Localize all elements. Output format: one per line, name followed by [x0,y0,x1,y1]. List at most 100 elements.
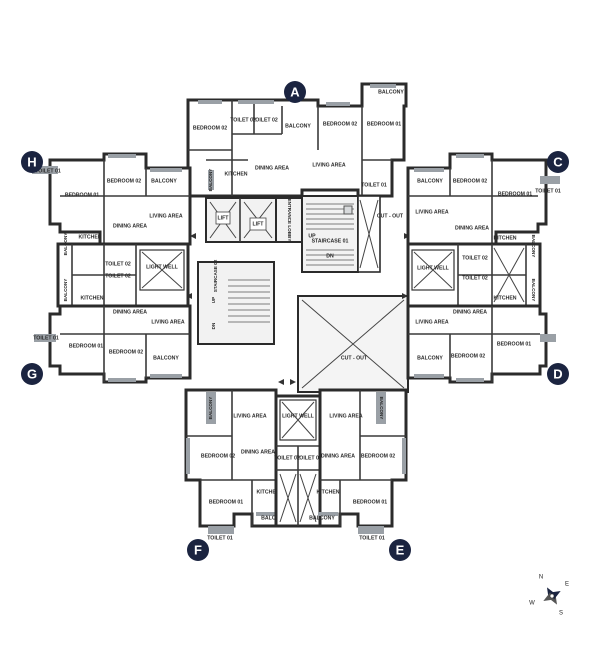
unit-marker-c[interactable]: C [547,151,569,173]
unit-marker-g[interactable]: G [21,363,43,385]
label-cutout-center: CUT - OUT [341,355,368,361]
label-bedroom01-f: BEDROOM 01 [209,499,243,505]
label-toilet02-d: TOILET 02 [462,275,488,281]
label-balcony-a1: BALCONY [378,89,404,95]
label-kitchen-h: KITCHEN [78,234,101,240]
label-toilet02-e: TOILET 02 [296,455,322,461]
label-balcony-d2: BALCONY [531,279,536,302]
unit-d: DINING AREA LIVING AREA BEDROOM 01 BEDRO… [406,304,556,384]
svg-text:E: E [396,543,405,558]
label-toilet02-a1: TOILET 02 [230,117,256,123]
svg-text:A: A [290,85,300,100]
unit-g: TOILET 01 DINING AREA LIVING AREA BEDROO… [33,304,192,384]
label-living-h: LIVING AREA [149,213,182,219]
unit-hg-service: LIGHT WELL KITCHEN TOILET 02 TOILET 02 K… [56,233,190,308]
unit-cd-service: LIGHT WELL KITCHEN TOILET 02 TOILET 02 K… [406,235,542,308]
label-kitchen-e: KITCHEN [316,489,339,495]
label-balcony-h2: BALCONY [63,233,68,256]
label-dn-1: DN [326,253,334,259]
unit-ef-service: LIGHT WELL TOILET 02 TOILET 02 [274,394,322,528]
label-kitchen-g: KITCHEN [80,295,103,301]
label-balcony-g2: BALCONY [63,279,68,302]
unit-marker-h[interactable]: H [21,151,43,173]
label-up-1: UP [308,233,316,239]
label-staircase02: STAIRCASE 02 [213,259,218,292]
unit-a: BALCONY BEDROOM 02 TOILET 02 TOILET 02 B… [186,82,408,198]
label-dining-h: DINING AREA [113,223,147,229]
compass-n: N [539,575,543,581]
label-dining-c: DINING AREA [455,225,489,231]
label-bedroom01-a: BEDROOM 01 [367,121,401,127]
label-bedroom02-h: BEDROOM 02 [107,178,141,184]
label-bedroom02-c: BEDROOM 02 [453,178,487,184]
label-bedroom01-d: BEDROOM 01 [497,341,531,347]
label-lift-2: LIFT [253,221,265,227]
label-dining-a: DINING AREA [255,165,289,171]
svg-text:F: F [194,543,202,558]
label-dn-2: DN [211,322,216,329]
label-entrance-lobby: ENTRANCE LOBBY [287,199,292,242]
label-toilet01-h: TOILET 01 [35,168,61,174]
label-balcony-d: BALCONY [417,355,443,361]
label-lift-1: LIFT [218,215,230,221]
label-bedroom02-a: BEDROOM 02 [193,125,227,131]
svg-text:G: G [27,367,37,382]
label-balcony-a3: BALCONY [208,169,213,192]
label-dining-d: DINING AREA [453,309,487,315]
label-balcony-c: BALCONY [417,178,443,184]
label-bedroom02-a2: BEDROOM 02 [323,121,357,127]
label-bedroom01-c: BEDROOM 01 [498,191,532,197]
label-kitchen-d: KITCHEN [493,295,516,301]
core: LIFT LIFT ENTRANCE LOBBY STAIRCASE 01 UP… [186,195,410,393]
label-toilet01-e: TOILET 01 [359,535,385,541]
label-balcony-e: BALCONY [309,515,335,521]
label-living-e: LIVING AREA [329,413,362,419]
label-lightwell-s: LIGHT WELL [282,413,315,419]
compass-w: W [529,601,535,607]
unit-marker-e[interactable]: E [389,539,411,561]
unit-marker-d[interactable]: D [547,363,569,385]
label-bedroom01-e: BEDROOM 01 [353,499,387,505]
label-kitchen-a: KITCHEN [224,171,247,177]
unit-h: TOILET 01 BEDROOM 02 BALCONY BEDROOM 01 … [32,152,192,246]
label-kitchen-c: KITCHEN [493,235,516,241]
label-toilet01-a: TOILET 01 [361,182,387,188]
unit-f: BALCONY LIVING AREA BEDROOM 02 DINING AR… [184,388,287,541]
label-bedroom02-f: BEDROOM 02 [201,453,235,459]
label-staircase01: STAIRCASE 01 [312,238,349,244]
label-living-d: LIVING AREA [415,319,448,325]
label-living-c: LIVING AREA [415,209,448,215]
label-toilet02-g: TOILET 02 [105,273,131,279]
label-kitchen-f: KITCHEN [256,489,279,495]
compass-e: E [565,582,569,588]
label-toilet01-g: TOILET 01 [33,335,59,341]
label-up-2: UP [211,297,216,303]
compass-s: S [559,611,563,617]
label-bedroom02-e: BEDROOM 02 [361,453,395,459]
label-toilet01-f: TOILET 01 [207,535,233,541]
label-cutout-c: CUT - OUT [377,213,404,219]
label-bedroom01-g: BEDROOM 01 [69,343,103,349]
svg-text:D: D [553,367,562,382]
label-living-f: LIVING AREA [233,413,266,419]
label-living-a: LIVING AREA [312,162,345,168]
label-lightwell-w: LIGHT WELL [146,264,179,270]
svg-text:H: H [27,155,36,170]
label-toilet02-h: TOILET 02 [105,261,131,267]
label-balcony-g: BALCONY [153,355,179,361]
label-bedroom01-h: BEDROOM 01 [65,192,99,198]
staircase-02-steps [228,279,270,323]
label-dining-f: DINING AREA [241,449,275,455]
label-balcony-f2: BALCONY [208,397,213,420]
label-balcony-c2: BALCONY [531,235,536,258]
label-lightwell-e: LIGHT WELL [417,265,450,271]
unit-marker-f[interactable]: F [187,539,209,561]
label-dining-g: DINING AREA [113,309,147,315]
unit-marker-a[interactable]: A [284,81,306,103]
compass-icon: N E S W [529,575,569,617]
unit-c: BALCONY BEDROOM 02 BEDROOM 01 TOILET 01 … [406,152,561,246]
label-bedroom02-d: BEDROOM 02 [451,353,485,359]
label-toilet01-c: TOILET 01 [535,188,561,194]
label-balcony-h: BALCONY [151,178,177,184]
